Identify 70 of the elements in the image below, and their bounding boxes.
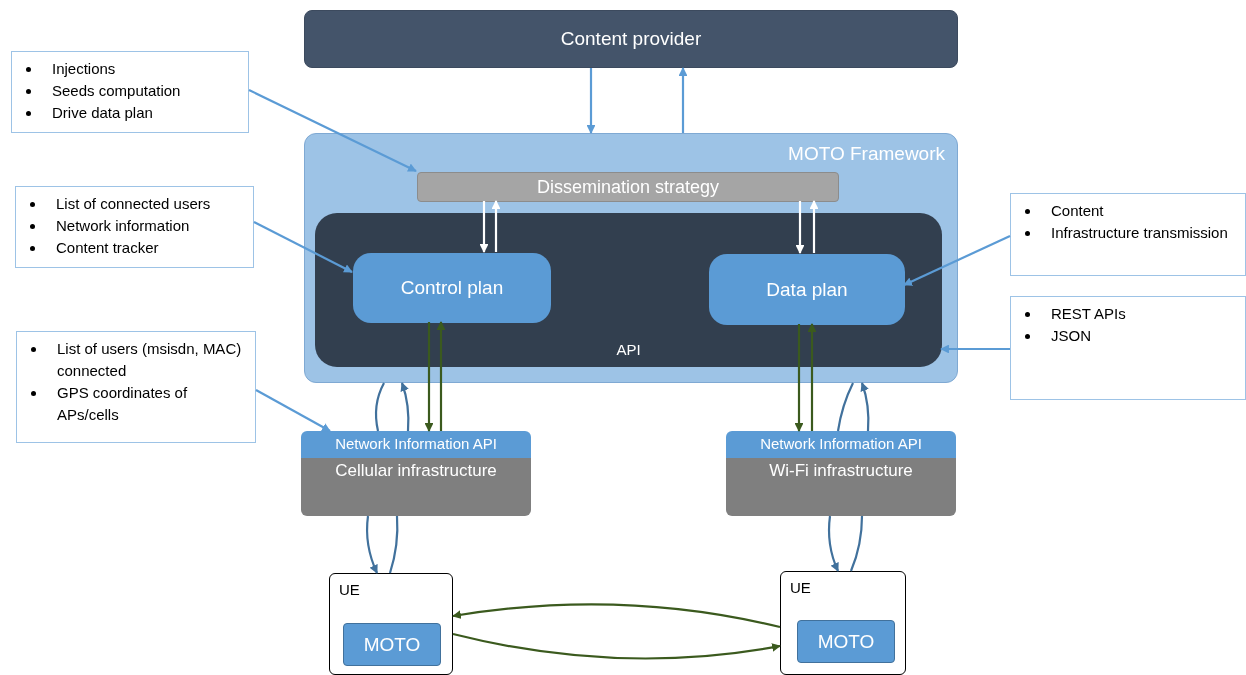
- node-label: MOTO: [363, 632, 421, 657]
- node-label: Dissemination strategy: [536, 175, 720, 199]
- note-box: [1010, 296, 1246, 400]
- arrow: [491, 200, 501, 252]
- bullet-item: List of connected users: [26, 193, 243, 215]
- arrow: [809, 200, 819, 253]
- arrow: [253, 221, 353, 273]
- node-label: MOTO: [817, 629, 875, 654]
- arrow: [807, 323, 817, 431]
- arrow: [586, 68, 596, 134]
- framework-panel: [304, 133, 958, 383]
- plan-box: [353, 253, 551, 323]
- bullet-item: REST APIs: [1021, 303, 1235, 325]
- app-box: [343, 623, 441, 666]
- node-label: Wi-Fi infrastructure: [769, 460, 913, 482]
- plan-box: [709, 254, 905, 325]
- node-label: Network Information API: [335, 435, 497, 454]
- provider-box: [304, 10, 958, 68]
- node-label: UE: [790, 578, 811, 598]
- bullet-item: JSON: [1021, 325, 1235, 347]
- arrow: [794, 324, 804, 432]
- note-box: [16, 331, 256, 443]
- api-panel: [315, 213, 942, 367]
- connector-line: [849, 516, 864, 572]
- bullet-item: Content tracker: [26, 237, 243, 259]
- connector-line: [388, 515, 399, 574]
- bullet-item: Drive data plan: [22, 102, 238, 124]
- bullet-item: Network information: [26, 215, 243, 237]
- arrow: [255, 389, 331, 432]
- node-label: MOTO Framework: [788, 142, 945, 166]
- arrow: [827, 515, 839, 572]
- arrow: [436, 321, 446, 431]
- arrow: [903, 235, 1011, 286]
- connector-line: [374, 382, 385, 432]
- arrow: [795, 201, 805, 254]
- arrow: [860, 382, 870, 432]
- arrow: [452, 603, 781, 629]
- arrow: [940, 344, 1010, 354]
- infrastructure-box: [726, 458, 956, 516]
- infrastructure-box: [301, 458, 531, 516]
- device-box: [329, 573, 453, 675]
- node-label: API: [615, 339, 642, 360]
- arrow: [678, 67, 688, 133]
- note-box: [1010, 193, 1246, 276]
- bullet-item: Injections: [22, 58, 238, 80]
- arrow: [452, 632, 781, 660]
- node-label: Data plan: [766, 277, 848, 302]
- bullet-item: Seeds computation: [22, 80, 238, 102]
- node-label: Control plan: [400, 276, 504, 300]
- arrow: [248, 89, 417, 172]
- bullet-item: Infrastructure transmission: [1021, 222, 1235, 244]
- arrow: [365, 515, 378, 574]
- arrow: [400, 382, 410, 432]
- node-label: Cellular infrastructure: [335, 460, 497, 482]
- arrow: [479, 201, 489, 253]
- api-band: [301, 431, 531, 458]
- api-band: [726, 431, 956, 458]
- bullet-item: Content: [1021, 200, 1235, 222]
- device-box: [780, 571, 906, 675]
- note-box: [15, 186, 254, 268]
- connector-line: [836, 382, 854, 432]
- bullet-item: GPS coordinates of APs/cells: [27, 382, 245, 426]
- node-label: Network Information API: [760, 435, 922, 454]
- node-label: UE: [339, 580, 360, 600]
- node-label: Content provider: [560, 27, 702, 51]
- strategy-bar: [417, 172, 839, 202]
- note-box: [11, 51, 249, 133]
- app-box: [797, 620, 895, 663]
- arrow: [424, 322, 434, 432]
- bullet-item: List of users (msisdn, MAC) connected: [27, 338, 245, 382]
